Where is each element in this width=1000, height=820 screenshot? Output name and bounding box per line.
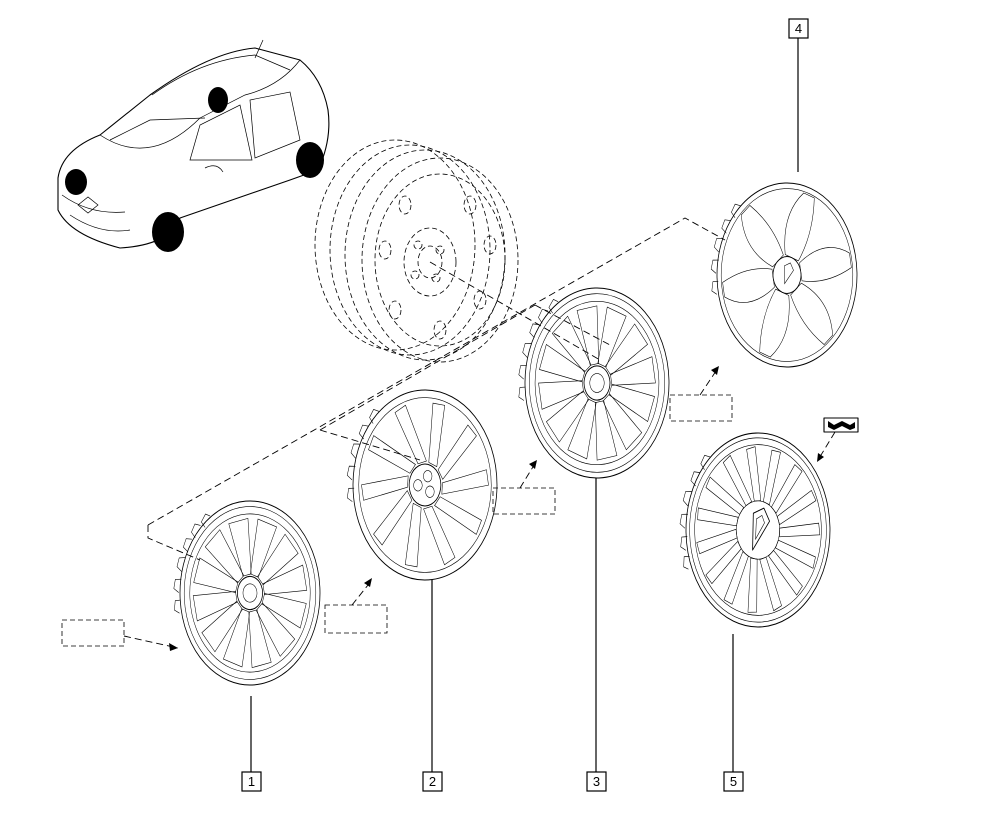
callout-2[interactable]: 2 <box>422 771 443 792</box>
logo-badge-icon <box>817 417 859 462</box>
reference-box-2 <box>324 578 388 634</box>
wheel-cover-2-icon <box>325 357 520 610</box>
callout-4[interactable]: 4 <box>788 18 809 39</box>
reference-box-4 <box>669 366 733 422</box>
reference-box-1 <box>61 619 179 651</box>
callout-5-label: 5 <box>730 774 737 789</box>
callout-3[interactable]: 3 <box>586 771 607 792</box>
callout-1-label: 1 <box>248 774 255 789</box>
alignment-lines <box>147 217 726 561</box>
callout-1[interactable]: 1 <box>241 771 262 792</box>
callout-4-label: 4 <box>795 21 802 36</box>
wheel-cover-1-icon <box>155 474 339 710</box>
callout-2-label: 2 <box>429 774 436 789</box>
callout-5[interactable]: 5 <box>723 771 744 792</box>
steel-wheel-rim-icon <box>314 139 519 363</box>
wheel-cover-4-icon <box>691 154 878 394</box>
wheel-cover-3-icon <box>498 258 690 506</box>
callout-3-label: 3 <box>593 774 600 789</box>
car-thumbnail-icon <box>57 39 330 252</box>
callout-leaders <box>250 38 799 772</box>
wheel-cover-5-icon <box>659 402 851 655</box>
reference-box-3 <box>492 460 556 515</box>
